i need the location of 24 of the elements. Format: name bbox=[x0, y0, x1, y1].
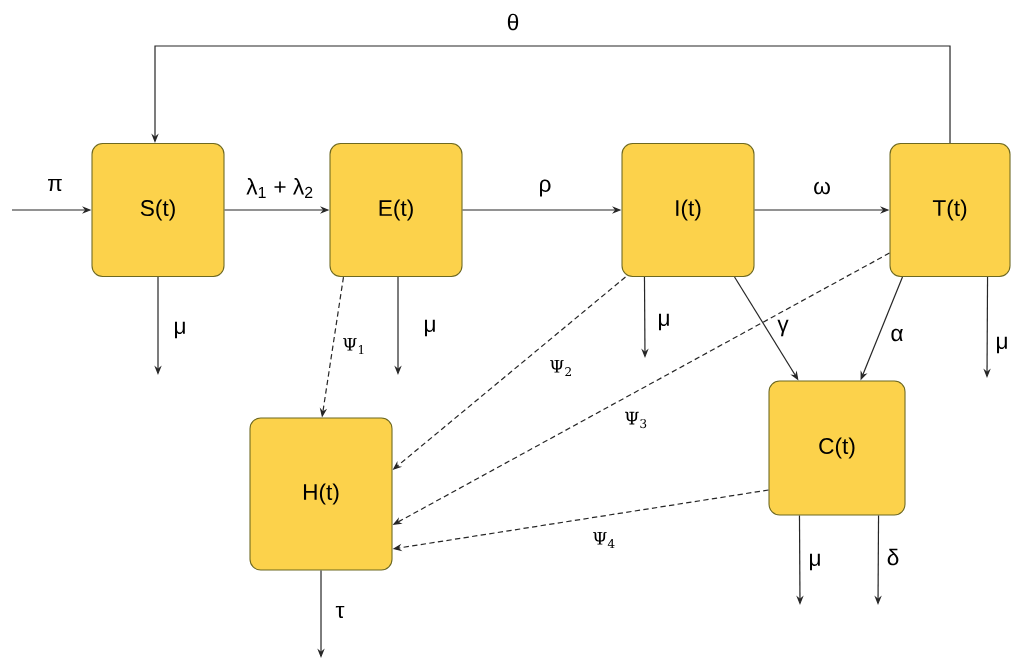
edge-label: Ψ$_{2}$ bbox=[550, 359, 571, 377]
compartment-box: C(t) bbox=[768, 380, 906, 516]
edge-label: ω bbox=[814, 181, 830, 195]
edge-label: Ψ$_{4}$ bbox=[593, 531, 615, 549]
compartment-box: H(t) bbox=[249, 417, 393, 571]
compartment-box: T(t) bbox=[889, 142, 1011, 278]
edge-label: Ψ$_{3}$ bbox=[625, 411, 647, 429]
edge-label: θ bbox=[507, 13, 519, 31]
edge-label: Ψ$_{1}$ bbox=[343, 337, 364, 355]
edge-label: π bbox=[48, 178, 62, 192]
edge-label: γ bbox=[777, 319, 789, 337]
compartment-box: E(t) bbox=[329, 142, 463, 278]
compartment-box: I(t) bbox=[621, 142, 755, 278]
compartment-box: S(t) bbox=[91, 142, 225, 278]
edge-label: τ bbox=[335, 605, 345, 619]
edge-label: λ$_{1}$ + λ$_{2}$ bbox=[246, 178, 313, 198]
edge-label: δ bbox=[887, 548, 899, 566]
edge-label: ρ bbox=[540, 179, 551, 197]
edge-label: μ bbox=[997, 336, 1007, 354]
edge-label: μ bbox=[425, 319, 435, 337]
edge-label: μ bbox=[659, 313, 669, 331]
edge-label: μ bbox=[175, 321, 185, 339]
edge-label: μ bbox=[810, 553, 820, 571]
edge-label: α bbox=[891, 328, 903, 342]
